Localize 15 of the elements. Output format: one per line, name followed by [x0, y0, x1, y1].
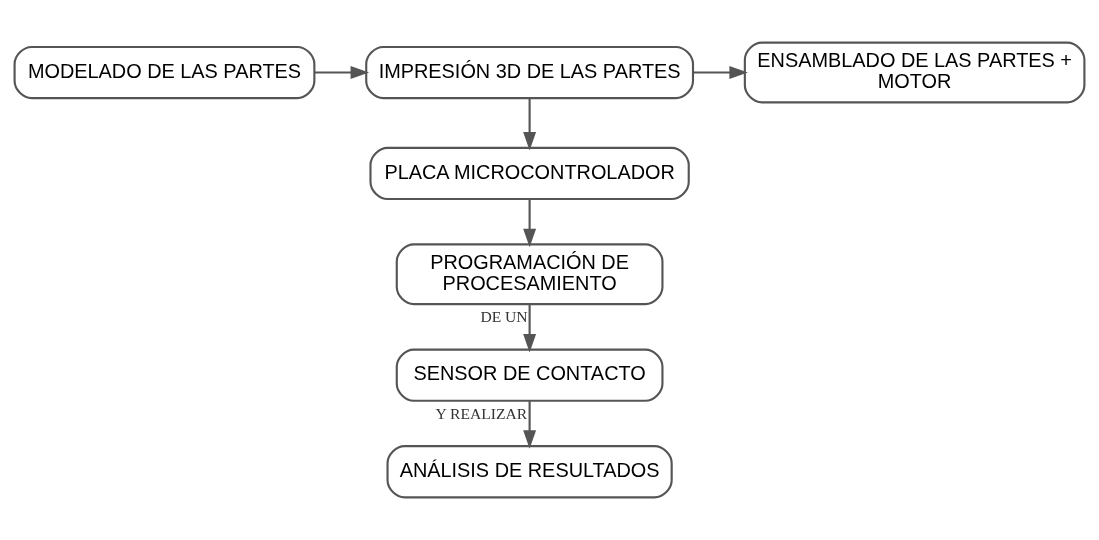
node-box: ANÁLISIS DE RESULTADOS — [386, 445, 673, 499]
arrow — [314, 66, 370, 79]
node-box: IMPRESIÓN 3D DE LAS PARTES — [365, 45, 695, 100]
edge-label: Y REALIZAR — [435, 404, 528, 422]
node-box: ENSAMBLADO DE LAS PARTES + MOTOR — [743, 41, 1086, 104]
edge-label: DE UN — [480, 308, 528, 326]
arrow — [523, 304, 537, 353]
arrow — [523, 98, 537, 151]
node-box: MODELADO DE LAS PARTES — [13, 45, 316, 100]
node-box: SENSOR DE CONTACTO — [395, 348, 664, 402]
arrow — [523, 401, 537, 449]
node-box: PROGRAMACIÓN DE PROCESAMIENTO — [395, 243, 664, 306]
arrow — [523, 199, 537, 248]
arrow — [693, 66, 748, 79]
node-box: PLACA MICROCONTROLADOR — [369, 146, 690, 201]
